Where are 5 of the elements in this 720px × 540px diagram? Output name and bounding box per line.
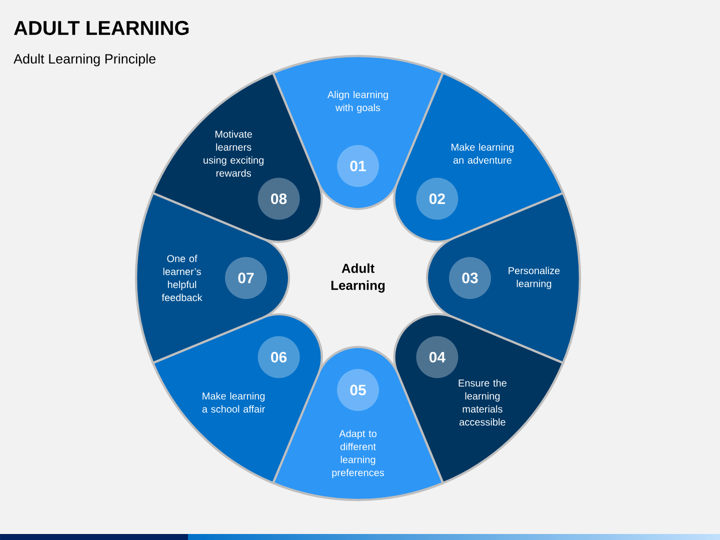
center-label: Adult Learning bbox=[331, 263, 385, 293]
segment: 08 Motivate learners using exciting rewards bbox=[152, 72, 323, 243]
subtitle: Adult Learning Principle bbox=[14, 54, 156, 66]
segment: 02 Make learning an adventure bbox=[393, 72, 564, 243]
title: ADULT LEARNING bbox=[14, 20, 189, 36]
